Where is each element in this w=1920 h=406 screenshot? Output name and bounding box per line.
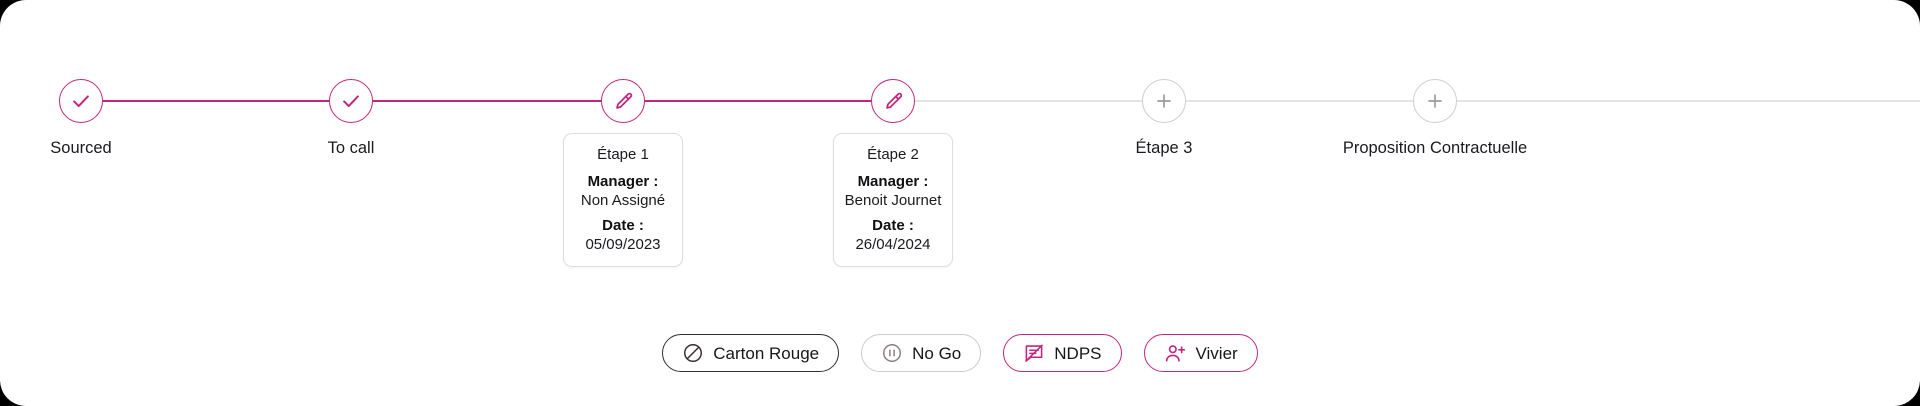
card-manager-value: Benoit Journet	[844, 192, 942, 209]
track-sourced-to-call	[103, 100, 329, 102]
card-title: Étape 1	[597, 146, 649, 163]
step-etape-3-label: Étape 3	[1135, 139, 1193, 157]
vivier-button[interactable]: Vivier	[1143, 334, 1258, 372]
card-manager-value: Non Assigné	[580, 192, 666, 209]
card-date-value: 26/04/2024	[855, 236, 931, 253]
step-etape-2-circle[interactable]	[871, 79, 915, 123]
step-etape-3-circle[interactable]	[1142, 79, 1186, 123]
step-to-call[interactable]: To call	[251, 0, 451, 158]
card-date-key: Date :	[602, 217, 644, 234]
step-to-call-circle[interactable]	[329, 79, 373, 123]
card-title: Étape 2	[867, 146, 919, 163]
card-manager-key: Manager :	[857, 173, 929, 190]
pencil-icon	[613, 91, 634, 112]
step-detail-card-etape-2[interactable]: Étape 2 Manager : Benoit Journet Date : …	[833, 133, 953, 267]
plus-icon	[1153, 90, 1175, 112]
candidate-stepper: Sourced To call	[0, 0, 1920, 267]
carton-rouge-button[interactable]: Carton Rouge	[662, 334, 840, 372]
carton-rouge-label: Carton Rouge	[713, 343, 820, 363]
step-etape-2[interactable]	[793, 0, 993, 123]
ban-icon	[682, 342, 704, 364]
check-icon	[340, 90, 362, 112]
step-etape-1-circle[interactable]	[601, 79, 645, 123]
pause-icon	[881, 342, 903, 364]
vivier-label: Vivier	[1195, 343, 1238, 363]
card-date-value: 05/09/2023	[585, 236, 661, 253]
card-manager-key: Manager :	[587, 173, 659, 190]
chat-off-icon	[1023, 342, 1045, 364]
step-to-call-label: To call	[327, 139, 375, 157]
plus-icon	[1424, 90, 1446, 112]
step-etape-3[interactable]: Étape 3	[1064, 0, 1264, 158]
step-sourced-circle[interactable]	[59, 79, 103, 123]
track-to-call-etape1	[373, 100, 601, 102]
no-go-button[interactable]: No Go	[861, 334, 982, 372]
step-proposition-circle[interactable]	[1413, 79, 1457, 123]
no-go-label: No Go	[912, 343, 962, 363]
track-etape2-etape3	[915, 100, 1142, 102]
track-etape3-proposition	[1186, 100, 1413, 102]
step-proposition-contractuelle[interactable]: Proposition Contractuelle	[1335, 0, 1535, 158]
step-detail-card-etape-1[interactable]: Étape 1 Manager : Non Assigné Date : 05/…	[563, 133, 683, 267]
pencil-icon	[883, 91, 904, 112]
user-plus-icon	[1164, 342, 1187, 365]
step-sourced[interactable]: Sourced	[0, 0, 181, 158]
card-date-key: Date :	[872, 217, 914, 234]
step-sourced-label: Sourced	[50, 139, 112, 157]
status-action-bar: Carton Rouge No Go NDPS	[0, 334, 1920, 372]
ndps-label: NDPS	[1054, 343, 1102, 363]
check-icon	[70, 90, 92, 112]
track-etape1-etape2	[645, 100, 871, 102]
step-etape-1[interactable]	[523, 0, 723, 123]
step-proposition-label: Proposition Contractuelle	[1342, 139, 1528, 157]
ndps-button[interactable]: NDPS	[1003, 334, 1122, 372]
track-proposition-end	[1457, 100, 1920, 102]
